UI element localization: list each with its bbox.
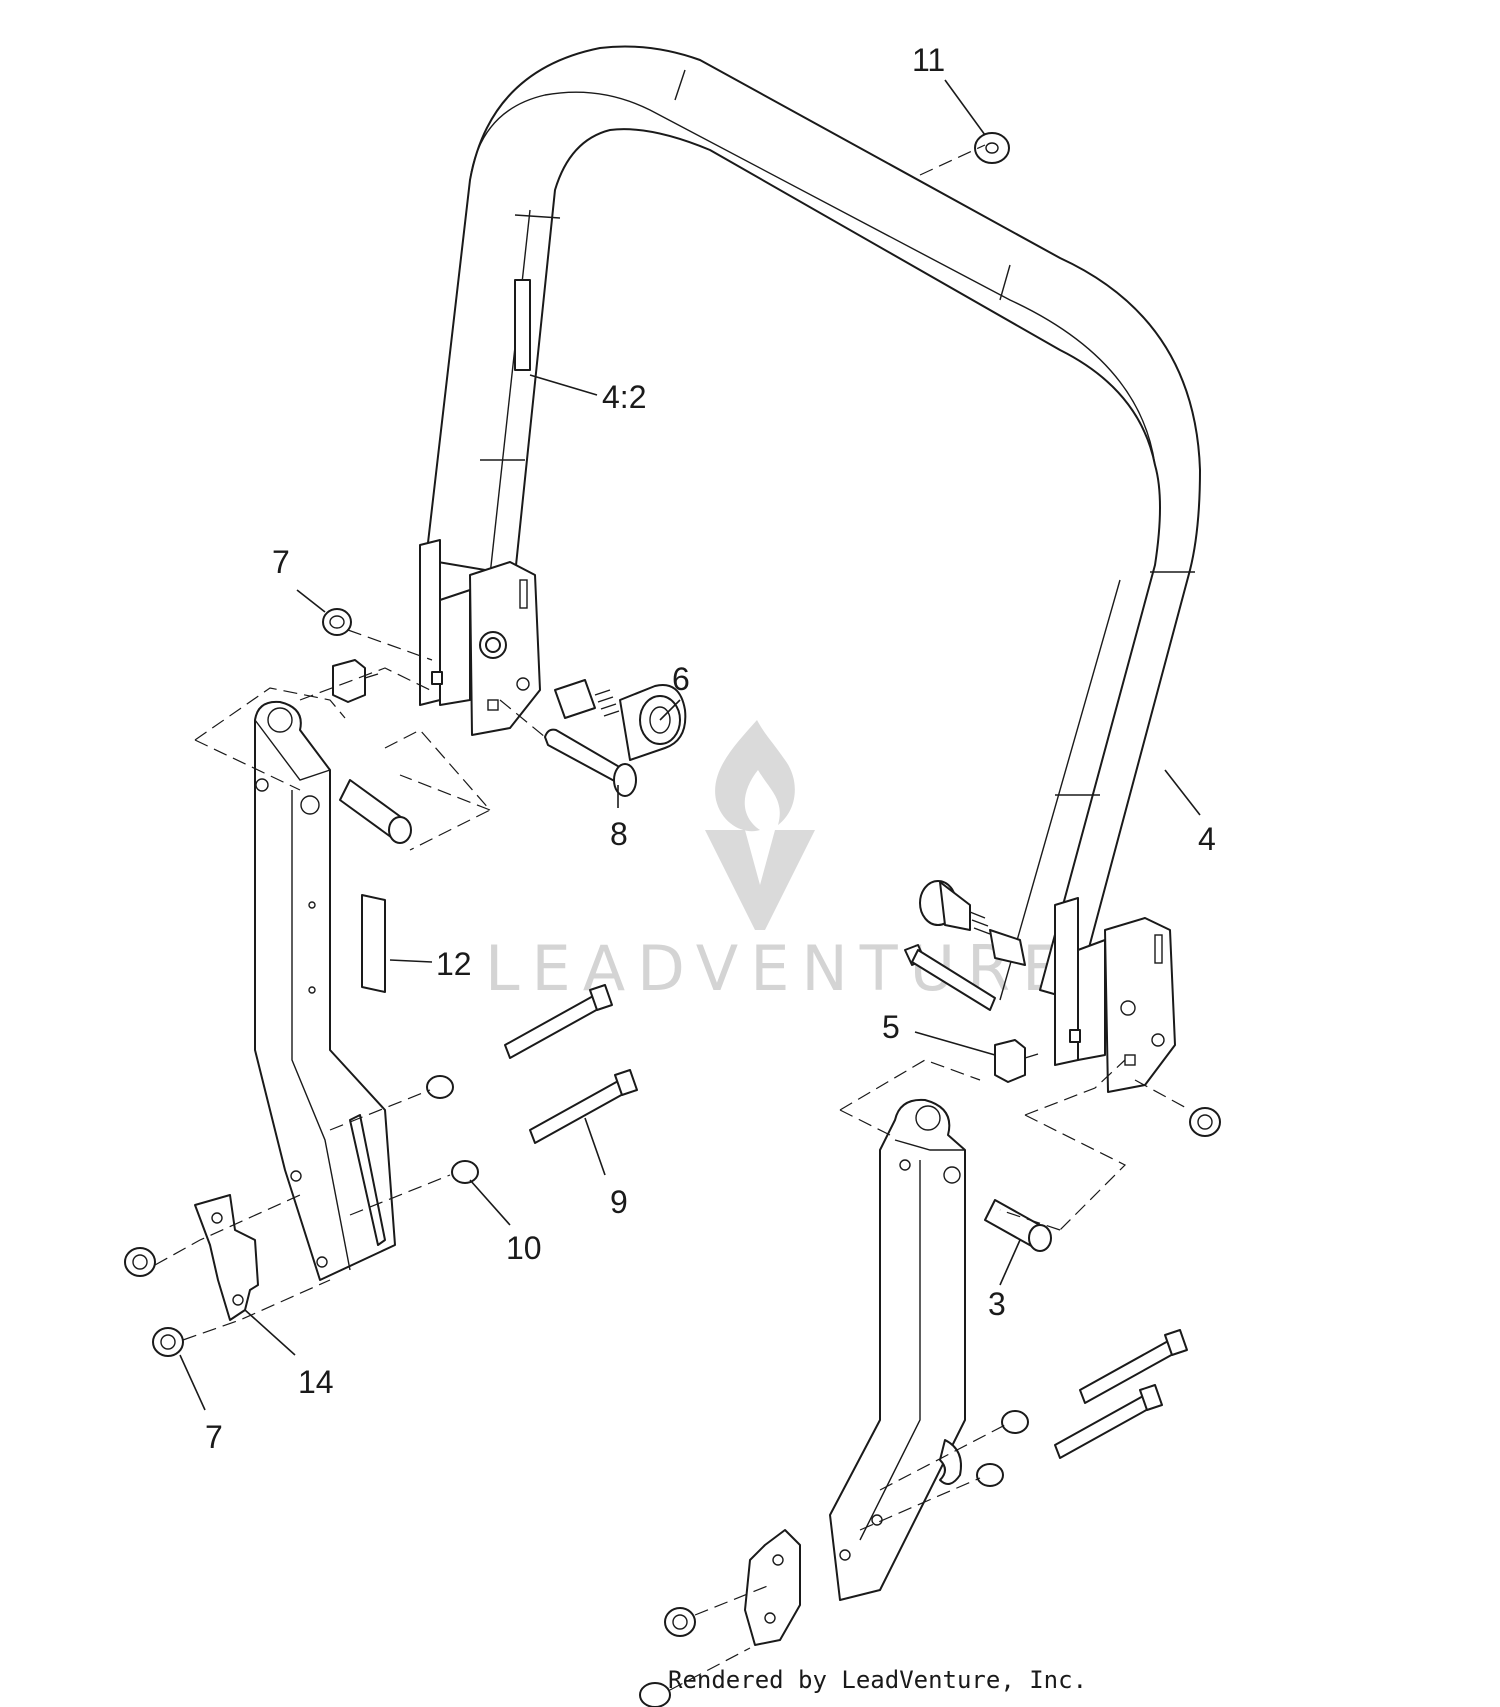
bolts-right-lower bbox=[976, 1329, 1188, 1487]
callout-3: 3 bbox=[988, 1286, 1006, 1322]
bracket-14 bbox=[194, 1194, 259, 1321]
knob-5-left bbox=[332, 659, 379, 703]
roll-bar-upright-left bbox=[254, 700, 396, 1281]
callout-12: 12 bbox=[436, 946, 472, 982]
decal-12 bbox=[361, 894, 386, 993]
callout-9: 9 bbox=[610, 1184, 628, 1220]
leadventure-watermark: LEADVENTURE bbox=[485, 720, 1061, 1005]
callout-7-bottom: 7 bbox=[205, 1419, 223, 1455]
flange-nut-7-bottom bbox=[152, 1327, 184, 1357]
callout-10: 10 bbox=[506, 1230, 542, 1266]
bolt-right-lower bbox=[904, 944, 996, 1011]
bolt-9-upper-left bbox=[426, 984, 613, 1099]
callout-6: 6 bbox=[672, 661, 690, 697]
roll-bar-upright-right bbox=[829, 1098, 966, 1601]
knob-5-right bbox=[994, 1039, 1039, 1083]
bracket-right-lower bbox=[744, 1529, 801, 1646]
bolt-9 bbox=[529, 1069, 638, 1144]
flange-nuts-right-bottom bbox=[639, 1607, 696, 1707]
flange-nut-right-1 bbox=[1189, 1107, 1221, 1137]
render-credit: Rendered by LeadVenture, Inc. bbox=[668, 1666, 1088, 1694]
callout-14: 14 bbox=[298, 1364, 334, 1400]
spacer-3 bbox=[984, 1199, 1052, 1252]
roll-bar-hoop bbox=[419, 45, 1201, 1093]
callout-4-2: 4:2 bbox=[602, 379, 646, 415]
spring-pin-6-left bbox=[554, 679, 687, 761]
callout-11: 11 bbox=[912, 42, 945, 78]
spring-pin-6-right bbox=[919, 880, 1026, 966]
callout-7-top: 7 bbox=[272, 544, 290, 580]
callout-4: 4 bbox=[1198, 821, 1216, 857]
pin-8 bbox=[544, 728, 637, 797]
flange-nut-7-top bbox=[322, 608, 352, 636]
washer-11 bbox=[974, 132, 1010, 164]
flange-nut-left-1 bbox=[124, 1247, 156, 1277]
spacer-left bbox=[339, 779, 412, 844]
callout-8: 8 bbox=[610, 816, 628, 852]
warning-decal-4-2 bbox=[514, 279, 531, 371]
leader-lines bbox=[179, 79, 1201, 1411]
callout-5: 5 bbox=[882, 1009, 900, 1045]
assembly-lines bbox=[154, 144, 1191, 1691]
callouts: 11 4:2 7 6 8 4 12 5 9 10 3 14 7 bbox=[205, 42, 1216, 1455]
washer-10 bbox=[451, 1160, 479, 1184]
